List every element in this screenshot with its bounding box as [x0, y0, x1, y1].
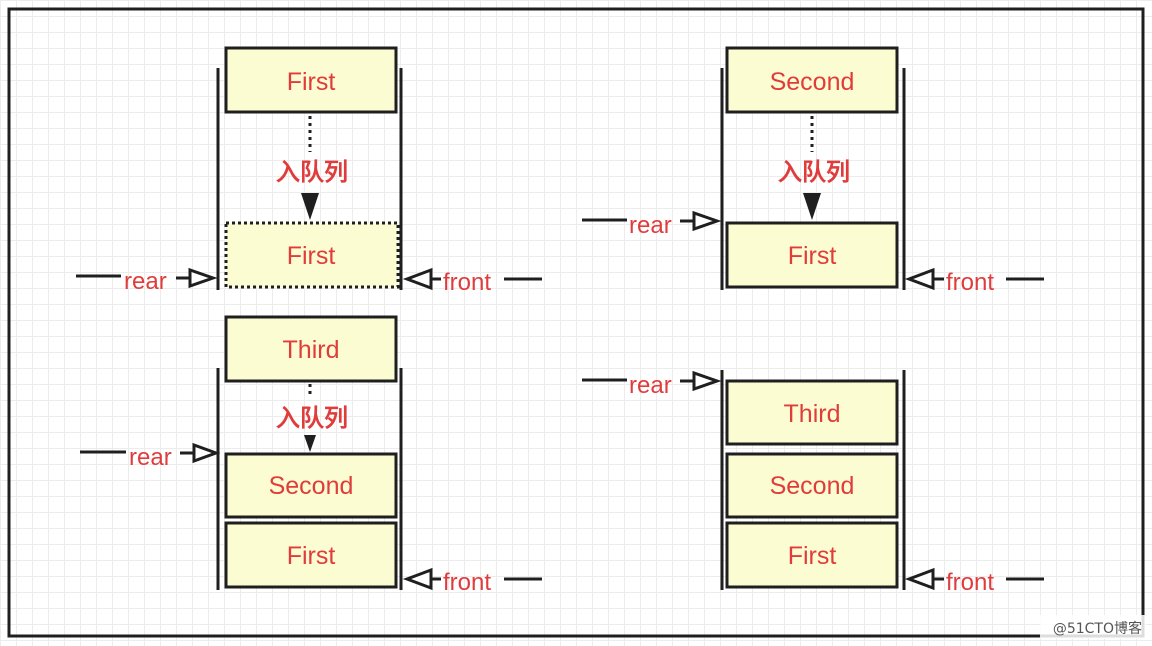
panel-3: Third 入队列 Second First rear front: [80, 315, 542, 596]
rear-arrow-icon: [188, 267, 218, 289]
rear-arrow-icon: [192, 442, 221, 464]
front-pointer: front: [402, 267, 542, 296]
rear-arrow-icon: [692, 210, 722, 232]
front-arrow-icon: [402, 567, 433, 591]
enqueue-label: 入队列: [276, 404, 348, 432]
panel-4: Third Second First rear front: [582, 370, 1044, 596]
incoming-element-box: First: [224, 46, 398, 114]
rear-pointer: rear: [80, 442, 221, 471]
rear-label: rear: [629, 212, 672, 239]
front-label: front: [443, 269, 491, 296]
rear-label: rear: [629, 372, 672, 399]
rear-pointer: rear: [76, 267, 218, 295]
rear-pointer: rear: [582, 370, 722, 399]
enqueue-arrow-head: [301, 193, 319, 220]
queue-element-box: Third: [725, 379, 899, 446]
front-arrow-icon: [904, 567, 935, 591]
front-arrow-icon: [402, 267, 433, 291]
enqueue-label: 入队列: [778, 158, 850, 186]
queue-element-box: Second: [224, 452, 398, 519]
panel-1: First 入队列 First rear front: [76, 46, 542, 296]
incoming-element-box: Second: [725, 46, 899, 114]
enqueue-label: 入队列: [276, 158, 348, 186]
incoming-element-label: Third: [283, 336, 340, 364]
rear-label: rear: [124, 268, 167, 295]
queue-element-label: Third: [784, 400, 841, 428]
rear-pointer: rear: [582, 210, 722, 239]
panel-2: Second 入队列 First rear front: [582, 46, 1044, 296]
incoming-element-box: Third: [224, 315, 398, 383]
ghost-element-label: First: [287, 242, 336, 270]
rear-arrow-icon: [692, 370, 722, 392]
queue-element-label: First: [788, 542, 837, 570]
enqueue-arrow-head: [803, 193, 821, 220]
watermark-bg: [1040, 615, 1146, 639]
incoming-element-label: First: [287, 68, 336, 96]
rear-label: rear: [129, 444, 172, 471]
watermark-text: @51CTO博客: [1053, 620, 1142, 637]
queue-element-label: First: [788, 242, 837, 270]
front-pointer: front: [904, 567, 1044, 596]
queue-element-label: Second: [269, 472, 354, 500]
diagram-frame: [7, 7, 1145, 638]
front-label: front: [443, 569, 491, 596]
incoming-element-label: Second: [770, 68, 855, 96]
front-pointer: front: [904, 267, 1044, 296]
queue-element-label: First: [287, 542, 336, 570]
front-pointer: front: [402, 567, 542, 596]
ghost-element-box: First: [224, 221, 400, 289]
queue-element-label: Second: [770, 472, 855, 500]
enqueue-arrow-head: [304, 435, 316, 452]
queue-element-box: First: [725, 221, 899, 289]
front-label: front: [946, 569, 994, 596]
queue-element-box: First: [725, 521, 899, 589]
front-arrow-icon: [904, 267, 935, 291]
queue-element-box: First: [224, 521, 398, 589]
queue-element-box: Second: [725, 452, 899, 519]
front-label: front: [946, 269, 994, 296]
